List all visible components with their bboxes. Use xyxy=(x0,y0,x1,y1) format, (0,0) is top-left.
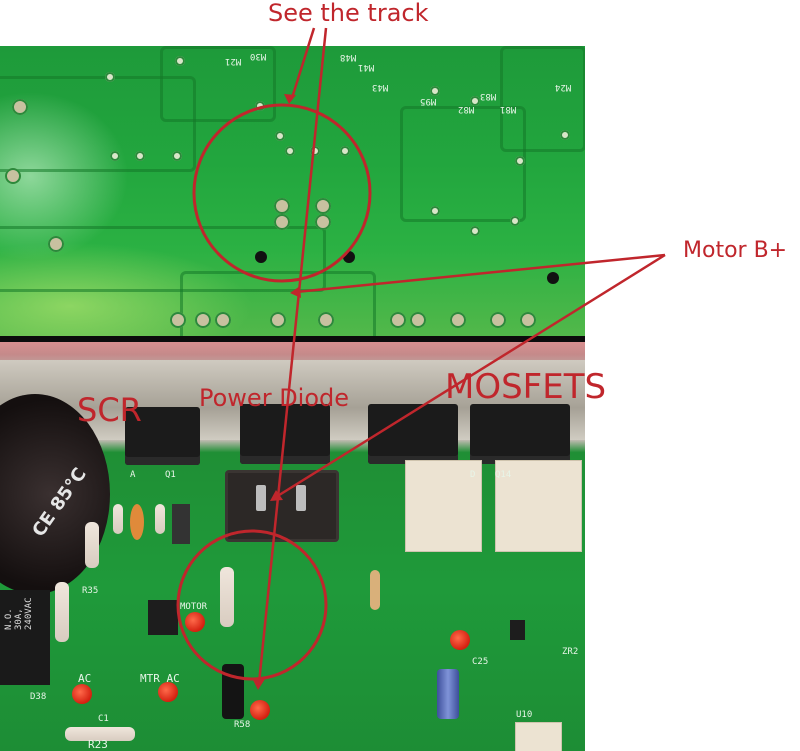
power-diode-component xyxy=(240,404,330,464)
solder-pad xyxy=(430,86,440,96)
capacitor-c25 xyxy=(437,669,459,719)
solder-pad xyxy=(470,96,480,106)
silkscreen-label: ZR2 xyxy=(562,647,579,657)
silkscreen-label: M81 xyxy=(500,104,517,114)
solder-pad xyxy=(105,72,115,82)
silkscreen-label: MOTOR xyxy=(180,602,208,612)
annotation-motor-b-plus: Motor B+ xyxy=(683,238,788,263)
solder-side-photo: M21 M30 M48 M41 M43 M95 M83 M82 M81 M24 xyxy=(0,46,585,336)
silkscreen-label: D38 xyxy=(30,692,47,702)
solder-pad xyxy=(285,146,295,156)
silkscreen-label: U10 xyxy=(516,710,533,720)
solder-pad xyxy=(470,226,480,236)
transistor-q12 xyxy=(510,620,525,640)
solder-pad xyxy=(490,312,506,328)
silkscreen-label: M43 xyxy=(372,82,389,92)
solder-pad xyxy=(215,312,231,328)
solder-pad xyxy=(170,312,186,328)
opto-ic xyxy=(148,600,178,635)
silkscreen-label: M21 xyxy=(225,56,242,66)
silkscreen-label: R23 xyxy=(88,738,108,751)
resistor xyxy=(65,727,135,741)
solder-pad xyxy=(560,130,570,140)
solder-pad xyxy=(270,312,286,328)
mosfet-component xyxy=(368,404,458,464)
silkscreen-label: MTR AC xyxy=(140,672,180,685)
annotation-mosfets: MOSFETS xyxy=(445,367,607,407)
solder-pad xyxy=(340,146,350,156)
relay-rating: N.O. 30A, 240VAC xyxy=(4,597,34,630)
silkscreen-label: Q14 xyxy=(495,470,512,480)
led-mtr-ac xyxy=(158,682,178,702)
mounting-hole xyxy=(343,251,355,263)
mounting-hole xyxy=(547,272,559,284)
relay: N.O. 30A, 240VAC xyxy=(0,590,50,685)
connector-pin xyxy=(296,485,306,511)
silkscreen-label: M41 xyxy=(358,62,375,72)
silkscreen-label: R35 xyxy=(82,586,99,596)
ceramic-capacitor xyxy=(130,504,144,540)
solder-pad xyxy=(172,151,182,161)
annotation-see-the-track: See the track xyxy=(268,0,429,27)
solder-pad xyxy=(110,151,120,161)
solder-pad xyxy=(315,198,331,214)
mounting-hole xyxy=(255,251,267,263)
solder-pad xyxy=(175,56,185,66)
solder-pad xyxy=(274,214,290,230)
solder-pad xyxy=(274,198,290,214)
resistor xyxy=(155,504,165,534)
led-motor xyxy=(185,612,205,632)
silkscreen-label: AC xyxy=(78,672,92,685)
solder-pad xyxy=(390,312,406,328)
resistor xyxy=(113,504,123,534)
resistor xyxy=(85,522,99,568)
led-d40 xyxy=(450,630,470,650)
silkscreen-label: M48 xyxy=(340,52,357,62)
silkscreen-label: M83 xyxy=(480,91,497,101)
solder-pad xyxy=(255,101,265,111)
solder-pad xyxy=(410,312,426,328)
resistor xyxy=(55,582,69,642)
solder-pad xyxy=(310,146,320,156)
solder-pad xyxy=(275,131,285,141)
pcb-trace xyxy=(500,46,585,152)
electrolytic-capacitor-small xyxy=(222,664,244,719)
led-d16 xyxy=(250,700,270,720)
silkscreen-label: M24 xyxy=(555,82,572,92)
motor-connector xyxy=(225,470,339,542)
solder-pad xyxy=(430,206,440,216)
silkscreen-label: R58 xyxy=(234,720,251,730)
resistor xyxy=(220,567,234,627)
silkscreen-label: M95 xyxy=(420,96,437,106)
diode xyxy=(172,504,190,544)
solder-pad xyxy=(450,312,466,328)
silkscreen-label: M30 xyxy=(250,51,267,61)
solder-pad xyxy=(510,216,520,226)
silkscreen-label: M82 xyxy=(458,104,475,114)
silkscreen-label: C25 xyxy=(472,657,489,667)
silkscreen-label: Q1 xyxy=(165,470,176,480)
solder-pad xyxy=(318,312,334,328)
resistor xyxy=(370,570,380,610)
ic-u10 xyxy=(515,722,562,751)
solder-pad xyxy=(135,151,145,161)
solder-pad xyxy=(48,236,64,252)
connector-pin xyxy=(256,485,266,511)
solder-pad xyxy=(195,312,211,328)
solder-pad xyxy=(315,214,331,230)
solder-pad xyxy=(515,156,525,166)
pcb-trace xyxy=(400,106,526,222)
scr-component xyxy=(125,407,200,465)
mosfet-component xyxy=(470,404,570,464)
annotation-scr: SCR xyxy=(77,391,142,429)
led-ac xyxy=(72,684,92,704)
silkscreen-label: D xyxy=(470,470,476,480)
solder-pad xyxy=(12,99,28,115)
annotation-power-diode: Power Diode xyxy=(199,384,350,412)
solder-pad xyxy=(520,312,536,328)
silkscreen-label: A xyxy=(130,470,136,480)
silkscreen-label: C1 xyxy=(98,714,109,724)
solder-pad xyxy=(5,168,21,184)
